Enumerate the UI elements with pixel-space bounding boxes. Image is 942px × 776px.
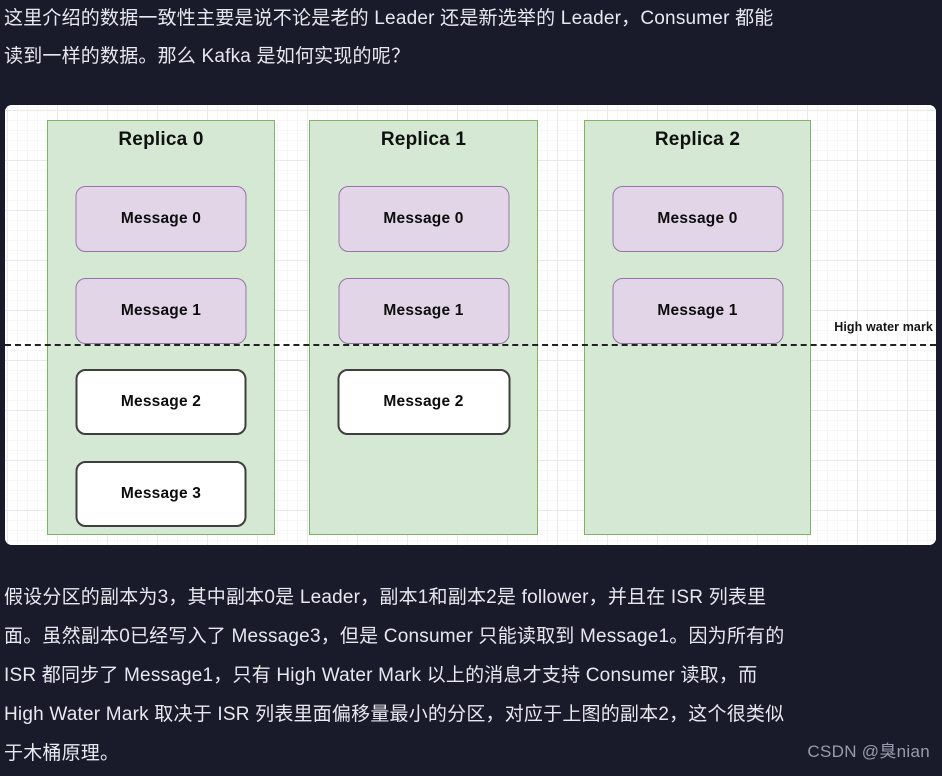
replica-column-0: Replica 0 Message 0 Message 1 Message 2 … xyxy=(47,120,275,535)
conclusion-line: ISR 都同步了 Message1，只有 High Water Mark 以上的… xyxy=(4,665,758,686)
conclusion-line: High Water Mark 取决于 ISR 列表里面偏移量最小的分区，对应于… xyxy=(4,704,785,725)
message-box: Message 0 xyxy=(338,186,509,252)
intro-line: 读到一样的数据。那么 Kafka 是如何实现的呢？ xyxy=(4,46,411,67)
diagram-panel: Replica 0 Message 0 Message 1 Message 2 … xyxy=(5,105,936,545)
replica-column-1: Replica 1 Message 0 Message 1 Message 2 xyxy=(309,120,538,535)
message-box: Message 2 xyxy=(75,369,247,435)
message-box: Message 1 xyxy=(75,278,247,344)
intro-line: 这里介绍的数据一致性主要是说不论是老的 Leader 还是新选举的 Leader… xyxy=(4,8,774,29)
replica-title: Replica 0 xyxy=(118,129,204,150)
message-box: Message 1 xyxy=(612,278,783,344)
conclusion-paragraph: 假设分区的副本为3，其中副本0是 Leader，副本1和副本2是 followe… xyxy=(4,578,938,773)
high-water-mark-label: High water mark xyxy=(834,320,933,334)
conclusion-line: 面。虽然副本0已经写入了 Message3，但是 Consumer 只能读取到 … xyxy=(4,626,785,647)
replica-column-2: Replica 2 Message 0 Message 1 xyxy=(584,120,811,535)
conclusion-line: 于木桶原理。 xyxy=(4,743,120,764)
message-box: Message 1 xyxy=(338,278,509,344)
intro-paragraph: 这里介绍的数据一致性主要是说不论是老的 Leader 还是新选举的 Leader… xyxy=(4,0,938,76)
message-box: Message 3 xyxy=(75,461,247,527)
replica-title: Replica 1 xyxy=(380,129,467,150)
high-water-mark-line xyxy=(5,344,936,346)
message-box: Message 0 xyxy=(612,186,783,252)
replica-title: Replica 2 xyxy=(654,129,741,150)
conclusion-line: 假设分区的副本为3，其中副本0是 Leader，副本1和副本2是 followe… xyxy=(4,587,767,608)
message-box: Message 0 xyxy=(75,186,247,252)
message-box: Message 2 xyxy=(337,369,510,435)
csdn-watermark: CSDN @臭nian xyxy=(807,742,930,761)
